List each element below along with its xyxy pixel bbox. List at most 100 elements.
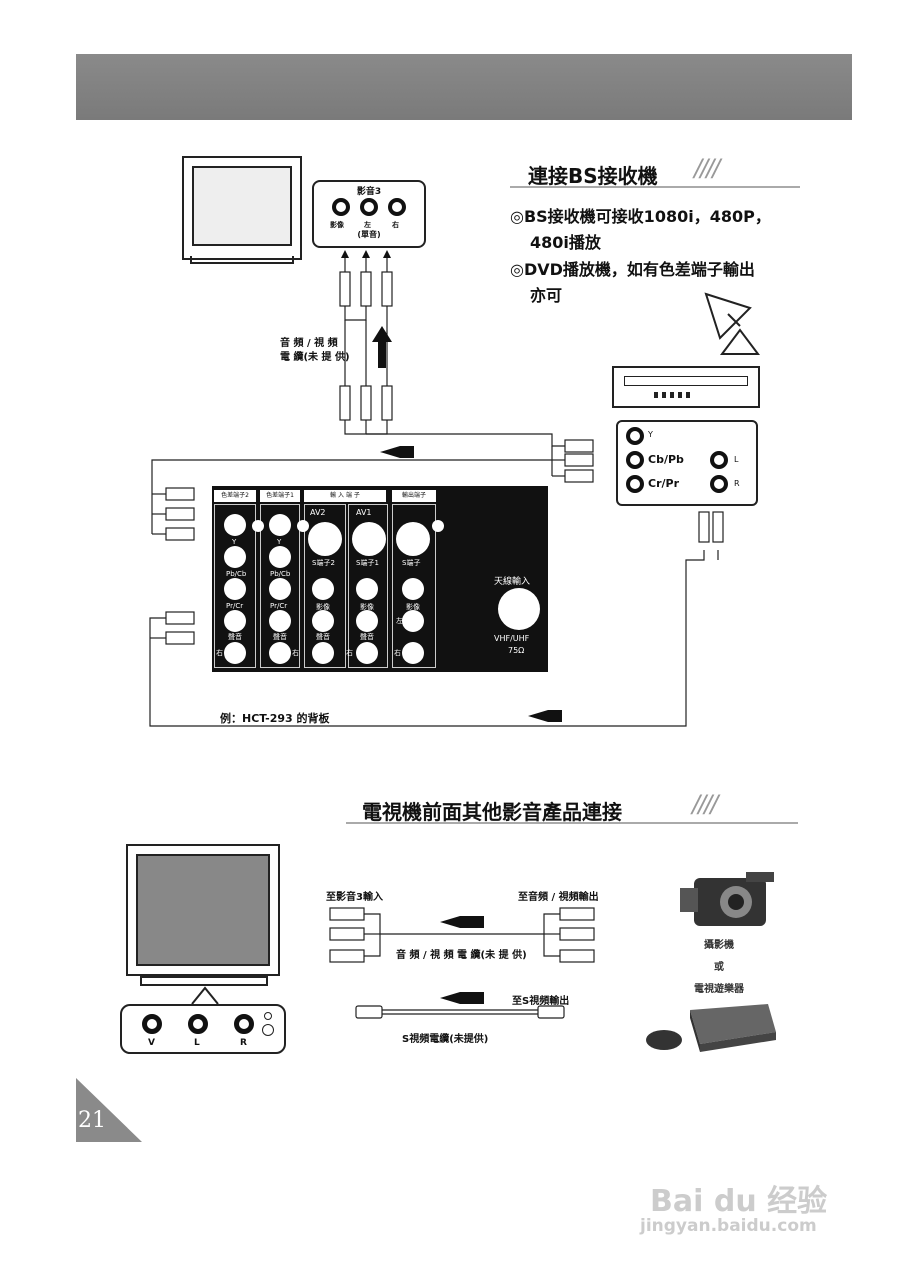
antenna-spec-2: 75Ω <box>508 646 525 655</box>
bullet-line-4: 亦可 <box>530 286 563 305</box>
jack-r <box>710 475 728 493</box>
video-label-av2: 影像 <box>316 603 330 611</box>
jack-av2-video <box>312 578 334 600</box>
antenna-jack <box>498 588 540 630</box>
col-component2 <box>214 504 256 668</box>
antenna-spec-1: VHF/UHF <box>494 634 530 643</box>
col-component1 <box>260 504 300 668</box>
jack-av2-s <box>308 522 342 556</box>
device-game-console: 電視遊樂器 <box>694 984 744 995</box>
front-led-2 <box>262 1024 274 1036</box>
jack-av1-r <box>356 642 378 664</box>
section2-cables <box>329 907 595 1019</box>
av3-video-jack <box>332 198 350 216</box>
example-caption: 例：HCT-293 的背板 <box>220 712 330 725</box>
front-label-v: V <box>148 1038 155 1048</box>
jack-out-video <box>402 578 424 600</box>
jack-c1-y <box>269 514 291 536</box>
jack-c2-pb <box>224 546 246 568</box>
left-label-av1: 聲音 <box>360 633 374 641</box>
page-number: 21 <box>78 1108 106 1133</box>
jack-pr <box>626 475 644 493</box>
tv-top-screen <box>192 166 292 246</box>
bullet-line-2: 480i播放 <box>530 233 601 252</box>
c2-y-label: Y <box>232 538 237 546</box>
to-av3-label: 至影音3輸入 <box>326 892 383 903</box>
header-output: 輸出端子 <box>392 490 436 502</box>
av-cable-label: 音 頻 / 視 頻 電 纜(未 提 供) <box>396 950 527 961</box>
left-label-av2: 聲音 <box>316 633 330 641</box>
c2-pb-label: Pb/Cb <box>226 570 247 578</box>
antenna-title: 天線輸入 <box>494 577 531 587</box>
tv-front-screen <box>136 854 270 966</box>
jack-av1-s <box>352 522 386 556</box>
av2-label: AV2 <box>310 508 326 517</box>
front-label-r: R <box>240 1038 247 1048</box>
jack-av1-l <box>356 610 378 632</box>
front-jack-v <box>142 1014 162 1034</box>
s-label-1: S端子1 <box>356 559 379 567</box>
receiver-jack-panel: Y Cb/Pb Cr/Pr L R <box>616 420 758 506</box>
jack-av2-r <box>312 642 334 664</box>
tv-front-base <box>140 976 268 986</box>
front-led-1 <box>264 1012 272 1020</box>
right-label-c2: 右 <box>216 649 223 657</box>
tv-back-panel: 色差端子2 色差端子1 輸 入 端 子 輸出端子 AV2 AV1 Y Y S端子… <box>212 486 548 672</box>
section2-title: 電視機前面其他影音產品連接 <box>362 800 622 824</box>
jack-c1-pb <box>269 546 291 568</box>
av3-title: 影音3 <box>356 187 382 197</box>
to-s-output-label: 至S視頻輸出 <box>512 996 570 1007</box>
jack-pb-label: Cb/Pb <box>648 453 684 466</box>
right-label-av: 右 <box>346 649 353 657</box>
jack-c1-r <box>269 642 291 664</box>
header-component1: 色差端子1 <box>260 490 300 502</box>
c1-pr-label: Pr/Cr <box>270 602 288 610</box>
front-av-panel: V L R <box>120 1004 286 1054</box>
jack-c2-pr <box>224 578 246 600</box>
jack-out-l <box>402 610 424 632</box>
left-label-c2: 聲音 <box>228 633 242 641</box>
tv-top <box>182 156 302 260</box>
jack-av1-video <box>356 578 378 600</box>
av3-mono-label: (單音) <box>357 230 381 239</box>
jack-small-2 <box>297 520 309 532</box>
jack-c1-pr <box>269 578 291 600</box>
satellite-dish-icon <box>704 292 760 355</box>
title-slash-decoration: //// <box>694 154 720 182</box>
s-label-out: S端子 <box>402 559 421 567</box>
s-cable-label: S視頻電纜(未提供) <box>402 1034 489 1045</box>
receiver-buttons <box>654 392 694 398</box>
jack-out-s <box>396 522 430 556</box>
front-label-l: L <box>194 1038 200 1048</box>
c1-y-label: Y <box>277 538 282 546</box>
av3-box: 影音3 影像 左 右 (單音) <box>312 180 426 248</box>
section1-underline <box>510 186 800 188</box>
jack-c2-l <box>224 610 246 632</box>
section1-wiring <box>149 250 724 727</box>
tv-top-stand <box>190 256 294 264</box>
c2-pr-label: Pr/Cr <box>226 602 244 610</box>
receiver-slot <box>624 376 748 386</box>
device-or: 或 <box>714 962 724 973</box>
page-corner <box>76 1078 142 1142</box>
to-av-output-label: 至音頻 / 視頻輸出 <box>518 892 599 903</box>
jack-l <box>710 451 728 469</box>
cable-label-line2: 電 纜(未 提 供) <box>280 352 350 363</box>
av3-label-right: 右 <box>392 221 399 229</box>
bullet-line-3: ◎DVD播放機，如有色差端子輸出 <box>510 260 755 279</box>
video-label-av1: 影像 <box>360 603 374 611</box>
section1-title: 連接BS接收機 <box>528 164 658 188</box>
left-label-out: 左 <box>396 617 403 625</box>
av1-label: AV1 <box>356 508 372 517</box>
game-console-icon <box>646 1004 776 1052</box>
jack-small-1 <box>252 520 264 532</box>
s-label-2: S端子2 <box>312 559 335 567</box>
jack-l-label: L <box>734 455 739 464</box>
jack-c2-y <box>224 514 246 536</box>
camcorder-icon <box>680 872 774 926</box>
title-slash-decoration-2: //// <box>692 790 718 818</box>
col-output <box>392 504 436 668</box>
jack-pr-label: Cr/Pr <box>648 477 680 490</box>
jack-y <box>626 427 644 445</box>
watermark-url: jingyan.baidu.com <box>640 1216 817 1236</box>
